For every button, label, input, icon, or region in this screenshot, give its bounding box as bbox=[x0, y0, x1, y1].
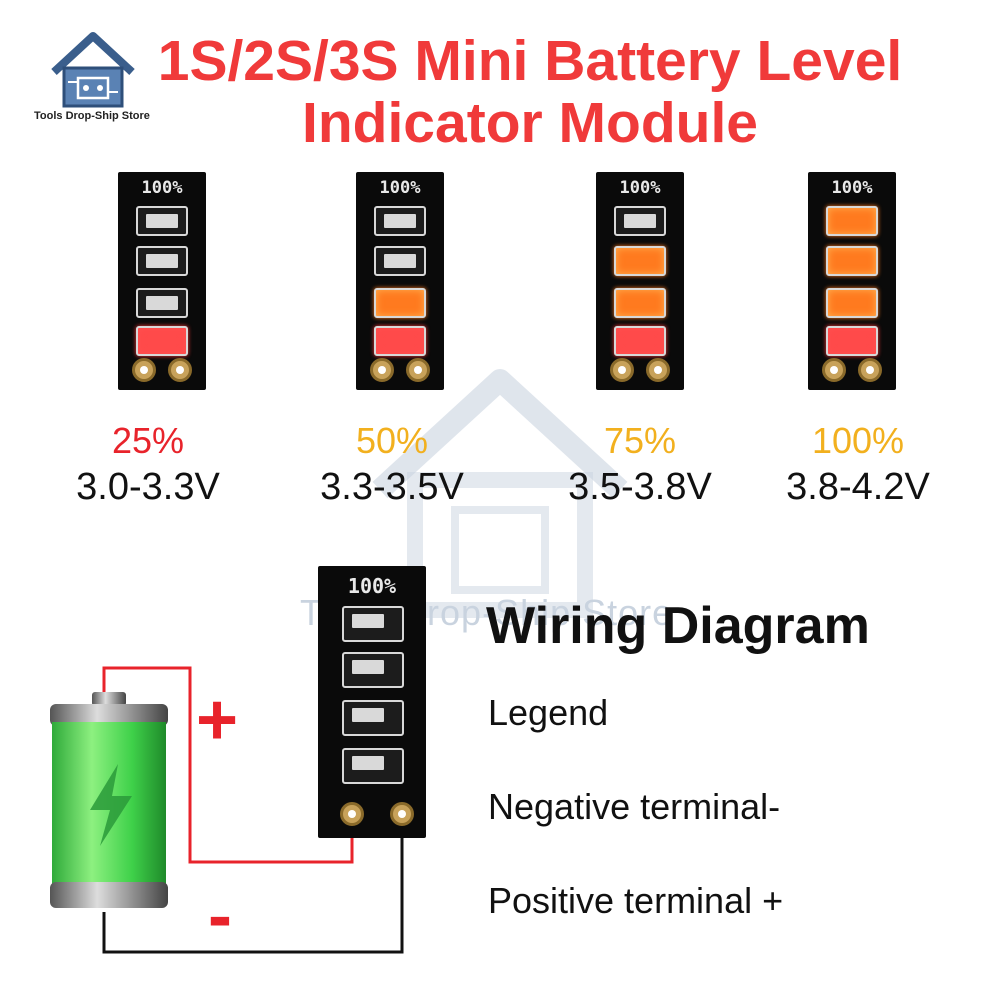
board-label: 100% bbox=[141, 178, 183, 198]
wiring-board: 100% bbox=[318, 566, 426, 838]
led-off bbox=[342, 748, 404, 784]
led-red bbox=[374, 326, 426, 356]
wiring-diagram-title: Wiring Diagram bbox=[486, 597, 870, 655]
voltage-label: 3.3-3.5V bbox=[320, 466, 464, 508]
house-circuit-logo-icon bbox=[51, 32, 135, 108]
board-label: 100% bbox=[831, 178, 873, 198]
pad-positive bbox=[610, 358, 634, 382]
led-off bbox=[136, 288, 188, 318]
indicator-board: 100% bbox=[356, 172, 444, 390]
plus-sign: + bbox=[196, 680, 239, 760]
pad-positive bbox=[132, 358, 156, 382]
page-title-line2: Indicator Module bbox=[302, 91, 758, 155]
voltage-label: 3.5-3.8V bbox=[568, 466, 712, 508]
led-red bbox=[826, 326, 878, 356]
board-label: 100% bbox=[347, 574, 397, 598]
led-off bbox=[342, 606, 404, 642]
led-off bbox=[136, 246, 188, 276]
board-label: 100% bbox=[619, 178, 661, 198]
percent-label: 100% bbox=[811, 420, 905, 461]
led-orange bbox=[614, 246, 666, 276]
board-label: 100% bbox=[379, 178, 421, 198]
minus-sign: - bbox=[208, 876, 232, 956]
led-off bbox=[614, 206, 666, 236]
pad-negative bbox=[646, 358, 670, 382]
indicator-board: 100% bbox=[808, 172, 896, 390]
voltage-label: 3.8-4.2V bbox=[786, 466, 930, 508]
page-title-line1: 1S/2S/3S Mini Battery Level bbox=[157, 29, 903, 93]
legend-label: Legend bbox=[488, 692, 609, 733]
led-red bbox=[136, 326, 188, 356]
led-orange bbox=[826, 206, 878, 236]
percent-label: 25% bbox=[111, 420, 185, 461]
led-off bbox=[374, 246, 426, 276]
pad-positive bbox=[340, 802, 364, 826]
voltage-label: 3.0-3.3V bbox=[76, 466, 220, 508]
pad-negative bbox=[406, 358, 430, 382]
store-name: Tools Drop-Ship Store bbox=[34, 110, 150, 122]
lightning-icon bbox=[90, 764, 132, 846]
pad-positive bbox=[370, 358, 394, 382]
pad-negative bbox=[858, 358, 882, 382]
indicator-board: 100% bbox=[596, 172, 684, 390]
led-orange bbox=[374, 288, 426, 318]
percent-label: 75% bbox=[603, 420, 677, 461]
led-orange bbox=[614, 288, 666, 318]
pad-negative bbox=[168, 358, 192, 382]
led-off bbox=[342, 700, 404, 736]
led-red bbox=[614, 326, 666, 356]
pad-positive bbox=[822, 358, 846, 382]
led-off bbox=[342, 652, 404, 688]
negative-terminal-label: Negative terminal- bbox=[488, 786, 781, 827]
led-orange bbox=[826, 288, 878, 318]
indicator-board: 100% bbox=[118, 172, 206, 390]
led-orange bbox=[826, 246, 878, 276]
positive-terminal-label: Positive terminal + bbox=[488, 880, 784, 921]
pad-negative bbox=[390, 802, 414, 826]
watermark-house-icon bbox=[372, 369, 628, 618]
led-off bbox=[374, 206, 426, 236]
percent-label: 50% bbox=[355, 420, 429, 461]
led-off bbox=[136, 206, 188, 236]
